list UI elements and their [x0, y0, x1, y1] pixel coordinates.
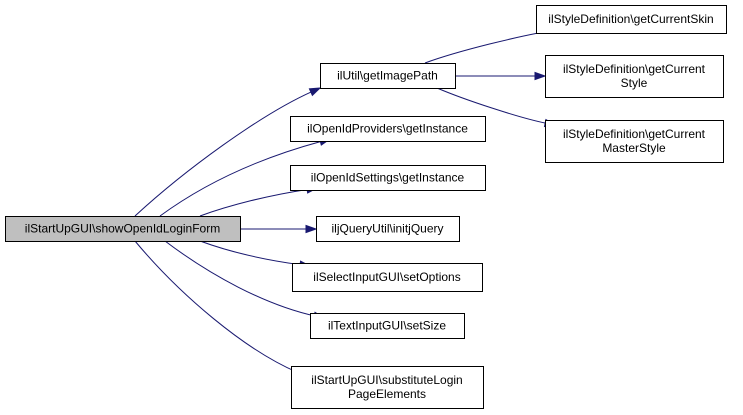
node-getImagePath-box — [320, 63, 456, 89]
arrowhead-getImagePath-to-currentStyle — [534, 71, 547, 81]
node-substitute-label: ilStartUpGUI\substituteLogin — [311, 373, 462, 387]
node-currentStyle-label: Style — [621, 76, 648, 90]
node-currentSkin-box — [536, 5, 727, 34]
node-getImagePath-label: ilUtil\getImagePath — [337, 69, 438, 83]
arrowhead-root-to-getImagePath — [308, 87, 322, 97]
node-root-box — [5, 216, 241, 242]
node-providersInstance-box — [290, 116, 486, 142]
edge-root-to-providersInstance — [159, 140, 322, 217]
node-providersInstance-label: ilOpenIdProviders\getInstance — [307, 122, 468, 136]
node-settingsInstance-label: ilOpenIdSettings\getInstance — [311, 171, 465, 185]
edge-root-to-substitute — [134, 240, 298, 373]
node-settingsInstance[interactable]: ilOpenIdSettings\getInstance — [290, 165, 486, 191]
node-setSize[interactable]: ilTextInputGUI\setSize — [310, 313, 465, 339]
edge-root-to-setSize — [164, 240, 316, 317]
node-root: ilStartUpGUI\showOpenIdLoginForm — [5, 216, 241, 242]
node-currentSkin-label: ilStyleDefinition\getCurrentSkin — [548, 12, 713, 26]
node-substitute-box — [291, 366, 484, 409]
node-currentStyle-box — [545, 55, 724, 98]
edge-getImagePath-to-currentMasterStyle — [436, 87, 547, 124]
node-currentMasterStyle-label: ilStyleDefinition\getCurrent — [563, 127, 706, 141]
node-setOptions-box — [292, 263, 483, 292]
edge-root-to-getImagePath — [134, 91, 312, 217]
node-currentMasterStyle-box — [545, 120, 724, 163]
node-currentStyle-label: ilStyleDefinition\getCurrent — [563, 62, 706, 76]
edge-root-to-setOptions — [199, 240, 302, 266]
node-setOptions[interactable]: ilSelectInputGUI\setOptions — [292, 263, 483, 292]
node-root-label: ilStartUpGUI\showOpenIdLoginForm — [25, 222, 220, 236]
node-initjQuery-box — [316, 216, 460, 242]
node-providersInstance[interactable]: ilOpenIdProviders\getInstance — [290, 116, 486, 142]
arrowhead-root-to-initjQuery — [305, 224, 318, 234]
node-setOptions-label: ilSelectInputGUI\setOptions — [313, 270, 460, 284]
node-substitute-label: PageElements — [348, 387, 426, 401]
node-currentSkin[interactable]: ilStyleDefinition\getCurrentSkin — [536, 5, 727, 34]
node-initjQuery[interactable]: iljQueryUtil\initjQuery — [316, 216, 460, 242]
node-setSize-label: ilTextInputGUI\setSize — [328, 319, 446, 333]
node-currentMasterStyle-label: MasterStyle — [602, 141, 666, 155]
call-graph-nodes: ilStartUpGUI\showOpenIdLoginForm ilUtil\g… — [5, 5, 727, 409]
node-setSize-box — [310, 313, 465, 339]
edge-root-to-settingsInstance — [199, 188, 309, 217]
node-initjQuery-label: iljQueryUtil\initjQuery — [331, 222, 443, 236]
node-getImagePath[interactable]: ilUtil\getImagePath — [320, 63, 456, 89]
node-settingsInstance-box — [290, 165, 486, 191]
